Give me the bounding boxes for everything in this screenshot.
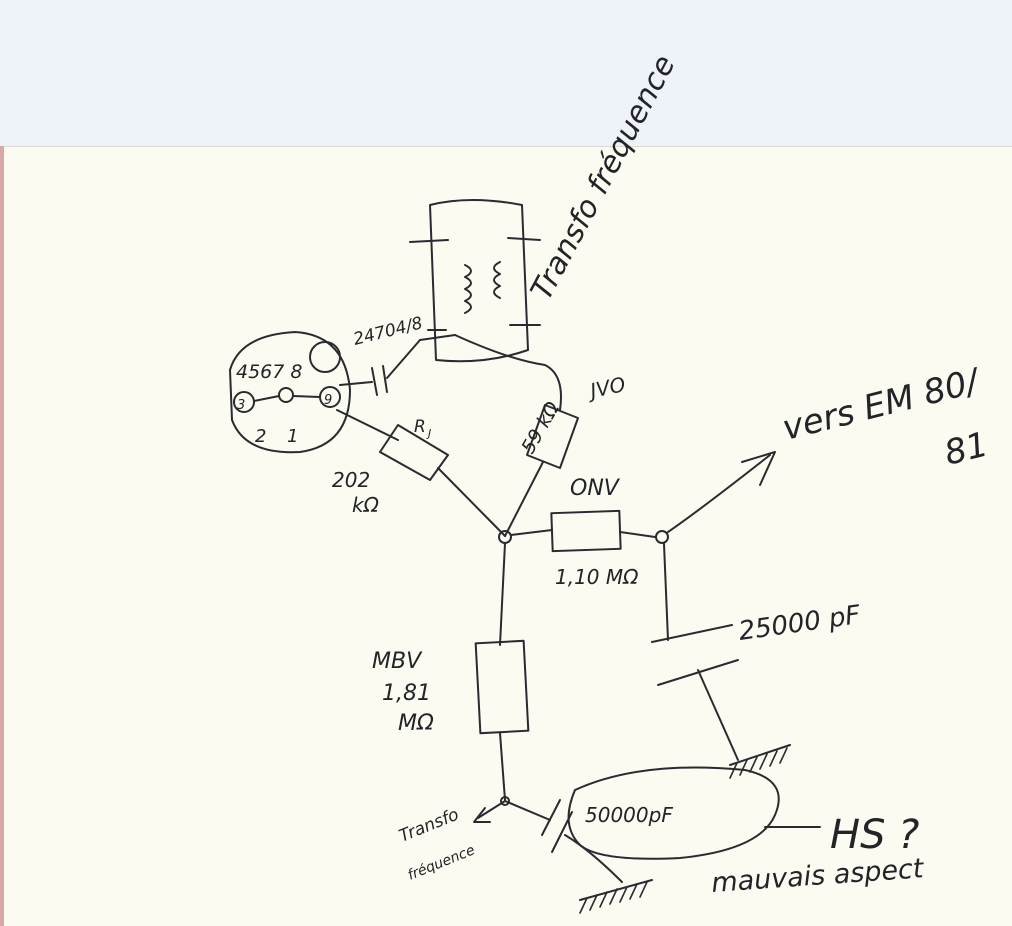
output-to-label-2: 81 [941,424,993,473]
ground-right [729,744,791,779]
resistor-202k [336,409,506,537]
bottom-node [500,796,510,806]
tube-pins-label: 4567 8 [236,361,302,383]
pin-1-label: 1 [287,426,298,447]
r-110-tag: ONV [570,476,621,501]
r-59-value: 59 kΩ [517,398,564,458]
rj-sub-label: J [426,427,431,440]
bottom-transformer-label-2: fréquence [406,842,478,883]
bottom-transformer-label-1: Transfo [396,805,461,847]
wire-transformer-59k [454,334,562,411]
output-node [655,530,669,544]
cap-50000-label: 50000pF [585,803,673,827]
cap-25000-label: 25000 pF [737,600,863,647]
hs-label: HS ? [830,812,919,858]
paper-edge [0,146,4,926]
pin-9-label: 9 [324,393,332,408]
r-202-unit: kΩ [352,493,380,517]
capacitor-25000pf [651,543,739,761]
rj-label: R [414,417,426,437]
wire-bottom-left [477,800,506,819]
r-181-unit: MΩ [398,711,434,736]
tube-socket [229,331,351,454]
resistor-1-10M [510,509,656,553]
capacitor-top-label: 24704/8 [351,313,425,350]
pin-2-label: 2 [255,426,266,447]
bottom-arrow [473,807,491,823]
transformer-symbol [409,199,541,363]
resistor-1-81M [474,542,530,801]
output-arrow [667,451,776,533]
r-59-tag: JVO [584,372,627,404]
coupling-capacitor [339,334,456,396]
r-181-value: 1,81 [382,681,431,706]
ground-bottom [579,879,653,914]
r-181-tag: MBV [372,649,423,674]
bad-aspect-label: mauvais aspect [710,853,925,899]
r-110-value: 1,10 MΩ [555,565,639,589]
transformer-label: Transfo fréquence [524,49,682,305]
highlight-ellipse [567,766,780,860]
resistor-59k [504,404,579,537]
pin-3-label: 3 [237,398,245,413]
r-202-value: 202 [332,468,370,492]
scan-background [0,0,1012,146]
